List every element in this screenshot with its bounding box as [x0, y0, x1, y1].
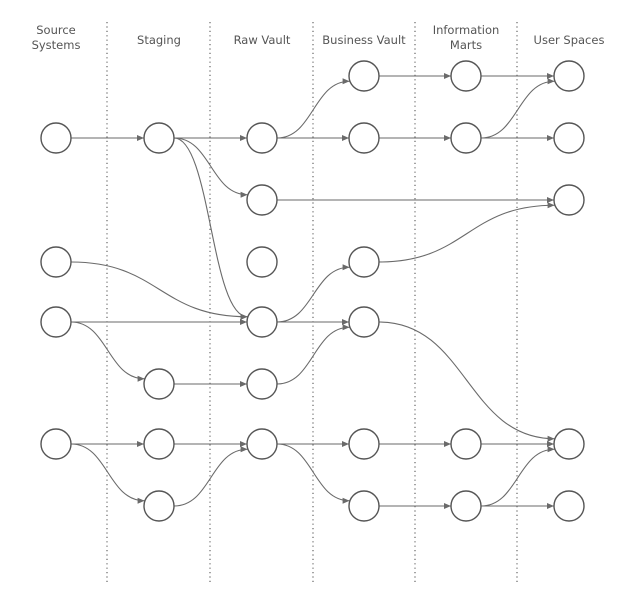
- edge-stg1-to-rv4: [173, 137, 248, 320]
- node-im4: [450, 490, 482, 522]
- node-src1: [40, 122, 72, 154]
- column-label-business: Business Vault: [322, 33, 406, 47]
- column-label-source-line1: Source: [36, 23, 76, 37]
- node-bv3: [348, 246, 380, 278]
- node-src4: [40, 428, 72, 460]
- column-label-staging: Staging: [137, 33, 181, 47]
- edge-src2-to-rv4: [70, 261, 248, 320]
- node-src2: [40, 246, 72, 278]
- node-us4: [553, 428, 585, 460]
- edge-rv6x-to-bv6: [276, 443, 350, 504]
- edge-rv4-to-bv3: [276, 264, 350, 323]
- edge-src3-to-stg2: [70, 321, 145, 382]
- node-us3: [553, 184, 585, 216]
- edge-rv6-to-bv4: [276, 324, 350, 385]
- node-us2: [553, 122, 585, 154]
- node-stg4: [143, 490, 175, 522]
- node-stg3: [143, 428, 175, 460]
- edge-stg4-to-rv6x: [173, 446, 248, 507]
- node-bv5: [348, 428, 380, 460]
- node-rv3: [246, 246, 278, 278]
- column-label-marts-line1: Information: [433, 23, 500, 37]
- column-label-marts-line2: Marts: [450, 38, 482, 52]
- node-rv1: [246, 122, 278, 154]
- node-im3: [450, 428, 482, 460]
- edge-im2-to-us1: [480, 78, 555, 139]
- column-label-user: User Spaces: [534, 33, 605, 47]
- column-label-raw: Raw Vault: [234, 33, 291, 47]
- edge-bv4-to-us4: [378, 321, 555, 442]
- node-im2: [450, 122, 482, 154]
- node-rv6x: [246, 428, 278, 460]
- node-bv4: [348, 306, 380, 338]
- edge-src4-to-stg4: [70, 443, 145, 504]
- node-stg1: [143, 122, 175, 154]
- edge-im4-to-us4: [480, 446, 555, 507]
- node-src3: [40, 306, 72, 338]
- edge-rv1-to-bv1: [276, 78, 350, 139]
- node-rv4: [246, 306, 278, 338]
- node-rv2: [246, 184, 278, 216]
- node-us5: [553, 490, 585, 522]
- node-us1: [553, 60, 585, 92]
- node-bv2: [348, 122, 380, 154]
- column-label-source-line2: Systems: [32, 38, 81, 52]
- edge-stg1-to-rv2: [173, 137, 248, 198]
- node-rv6: [246, 368, 278, 400]
- node-bv6: [348, 490, 380, 522]
- node-stg2: [143, 368, 175, 400]
- edge-bv3-to-us3: [378, 202, 555, 263]
- node-im1: [450, 60, 482, 92]
- node-bv1: [348, 60, 380, 92]
